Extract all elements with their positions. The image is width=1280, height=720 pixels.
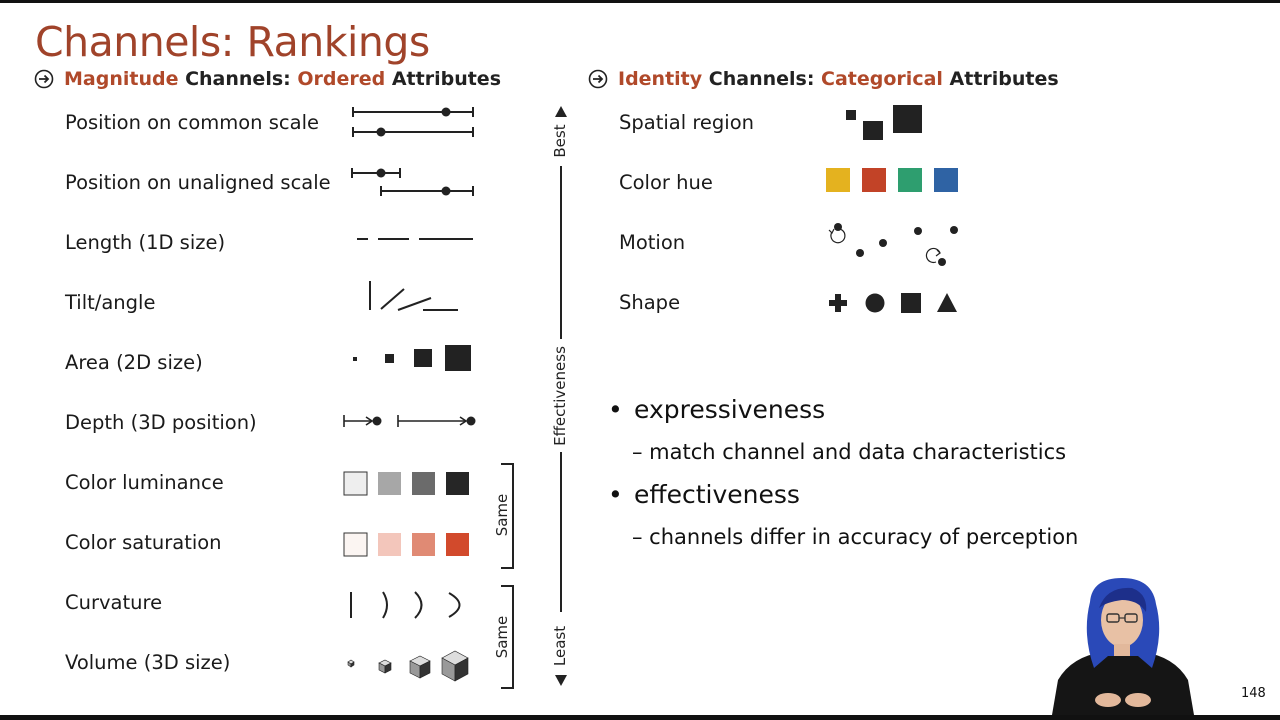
shape-glyph xyxy=(829,293,957,313)
bullet-expressiveness: • expressiveness xyxy=(608,395,825,424)
channel-label: Shape xyxy=(619,291,681,314)
channel-label: Position on common scale xyxy=(65,111,319,134)
channel-label: Position on unaligned scale xyxy=(65,171,331,194)
channel-label: Color hue xyxy=(619,171,713,194)
identity-heading-text: Channels: xyxy=(702,68,822,90)
arrow-circle-icon xyxy=(588,69,608,89)
presenter-video xyxy=(1052,572,1194,715)
area-glyph xyxy=(353,345,471,371)
channel-label: Tilt/angle xyxy=(65,291,156,314)
same-label: Same xyxy=(493,493,511,537)
channel-label: Curvature xyxy=(65,591,163,614)
effectiveness-scale xyxy=(555,106,567,686)
same-label: Same xyxy=(493,615,511,659)
motion-glyph xyxy=(828,223,958,266)
channel-label: Length (1D size) xyxy=(65,231,226,254)
bullet-sub: – channels differ in accuracy of percept… xyxy=(632,525,1079,549)
luminance-swatches xyxy=(343,471,469,496)
identity-heading-categorical: Categorical xyxy=(821,68,943,90)
identity-heading: Identity Channels: Categorical Attribute… xyxy=(588,66,1059,92)
magnitude-heading-text: Channels: xyxy=(178,68,298,90)
magnitude-heading-ordered: Ordered xyxy=(297,68,386,90)
bullet-text: expressiveness xyxy=(634,395,826,424)
top-border xyxy=(0,0,1280,3)
channel-label: Depth (3D position) xyxy=(65,411,257,434)
arrow-circle-icon xyxy=(34,69,54,89)
bullet-text: effectiveness xyxy=(634,480,800,509)
channel-label: Color saturation xyxy=(65,531,222,554)
magnitude-heading: Magnitude Channels: Ordered Attributes xyxy=(34,66,501,92)
volume-glyph xyxy=(347,650,469,682)
magnitude-heading-attributes: Attributes xyxy=(385,68,502,90)
channel-label: Spatial region xyxy=(619,111,755,134)
bullet-sub: – match channel and data characteristics xyxy=(632,440,1067,464)
hue-swatches xyxy=(826,168,958,192)
same-bracket-2 xyxy=(501,585,514,689)
identity-heading-attributes: Attributes xyxy=(942,68,1059,90)
bullet-dot: • xyxy=(608,480,623,509)
channel-label: Volume (3D size) xyxy=(65,651,231,674)
common-scale-glyph xyxy=(352,107,474,137)
spatial-region-glyph xyxy=(846,105,922,140)
channel-label: Color luminance xyxy=(65,471,224,494)
tilt-glyph xyxy=(369,281,458,311)
bottom-border xyxy=(0,715,1280,720)
channel-label: Motion xyxy=(619,231,686,254)
same-bracket-1 xyxy=(501,463,514,569)
identity-heading-accent: Identity xyxy=(618,68,703,90)
page-number: 148 xyxy=(1241,686,1266,701)
effectiveness-label: Effectiveness xyxy=(551,346,569,446)
curvature-glyph xyxy=(350,591,461,619)
bullet-dot: • xyxy=(608,395,623,424)
channel-label: Area (2D size) xyxy=(65,351,203,374)
depth-glyph xyxy=(343,415,476,427)
saturation-swatches xyxy=(343,532,469,557)
best-label: Best xyxy=(551,124,569,158)
unaligned-scale-glyph xyxy=(351,168,474,196)
bullet-effectiveness: • effectiveness xyxy=(608,480,800,509)
least-label: Least xyxy=(551,625,569,667)
slide-title: Channels: Rankings xyxy=(35,18,430,66)
magnitude-heading-accent: Magnitude xyxy=(64,68,179,90)
